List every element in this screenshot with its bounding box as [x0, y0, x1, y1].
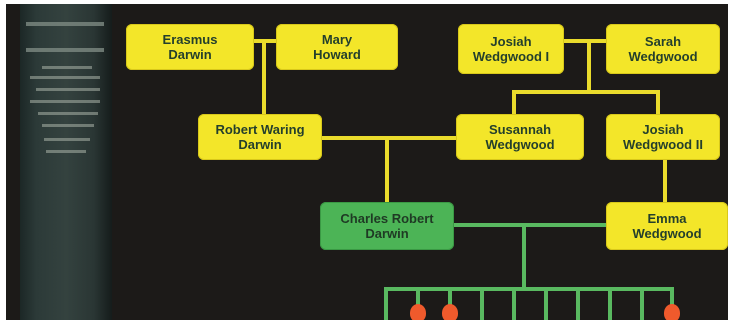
child-line — [640, 287, 644, 320]
child-line — [384, 287, 388, 320]
person-mary-howard: Mary Howard — [276, 24, 398, 70]
marriage-line-charles-emma — [452, 223, 607, 227]
spine-title-line — [42, 66, 92, 69]
person-first-line: Josiah — [642, 122, 684, 137]
book-spine-image — [20, 4, 112, 320]
person-second-line: Wedgwood II — [623, 137, 703, 152]
drop-line-susannah — [512, 90, 516, 115]
child-line — [670, 287, 674, 320]
child-line — [416, 287, 420, 320]
child-line — [544, 287, 548, 320]
person-second-line: Howard — [313, 47, 361, 62]
spine-title-line — [36, 88, 100, 91]
marriage-line-josiah-sarah — [562, 39, 606, 43]
person-second-line: Darwin — [365, 226, 409, 241]
person-second-line: Wedgwood — [485, 137, 555, 152]
child-line — [480, 287, 484, 320]
person-first-line: Mary — [321, 32, 353, 47]
descent-line-children — [522, 223, 526, 289]
person-first-line: Robert Waring — [215, 122, 305, 137]
person-robert-waring-darwin: Robert Waring Darwin — [198, 114, 322, 160]
child-marker — [410, 304, 426, 320]
marriage-line-robert-susannah — [321, 136, 459, 140]
person-emma-wedgwood: Emma Wedgwood — [606, 202, 728, 250]
descent-line-emma — [663, 160, 667, 204]
person-first-line: Josiah — [490, 34, 532, 49]
person-erasmus-darwin: Erasmus Darwin — [126, 24, 254, 70]
drop-line-josiah2 — [656, 90, 660, 115]
child-line — [576, 287, 580, 320]
child-marker — [442, 304, 458, 320]
child-line — [448, 287, 452, 320]
person-second-line: Wedgwood I — [472, 49, 550, 64]
descent-line-robert — [262, 39, 266, 119]
sibling-line-wedgwood — [512, 90, 659, 94]
person-second-line: Wedgwood — [632, 226, 702, 241]
person-josiah-wedgwood-i: Josiah Wedgwood I — [458, 24, 564, 74]
descent-line-wedgwood — [587, 39, 591, 92]
person-josiah-wedgwood-ii: Josiah Wedgwood II — [606, 114, 720, 160]
person-charles-robert-darwin: Charles Robert Darwin — [320, 202, 454, 250]
spine-title-line — [30, 76, 100, 79]
person-first-line: Erasmus — [162, 32, 218, 47]
spine-title-line — [42, 124, 94, 127]
spine-band — [26, 48, 104, 52]
child-line — [608, 287, 612, 320]
person-first-line: Sarah — [644, 34, 682, 49]
person-second-line: Darwin — [238, 137, 282, 152]
person-second-line: Wedgwood — [628, 49, 698, 64]
spine-title-line — [30, 100, 100, 103]
spine-title-line — [38, 112, 98, 115]
descent-line-charles — [385, 136, 389, 204]
person-first-line: Charles Robert — [340, 211, 434, 226]
family-tree-panel: Erasmus Darwin Mary Howard Josiah Wedgwo… — [6, 4, 728, 320]
person-susannah-wedgwood: Susannah Wedgwood — [456, 114, 584, 160]
person-first-line: Susannah — [488, 122, 552, 137]
person-sarah-wedgwood: Sarah Wedgwood — [606, 24, 720, 74]
children-bar — [384, 287, 674, 291]
child-marker — [664, 304, 680, 320]
spine-title-line — [44, 138, 90, 141]
spine-band — [26, 22, 104, 26]
child-line — [512, 287, 516, 320]
person-first-line: Emma — [647, 211, 687, 226]
spine-title-line — [46, 150, 86, 153]
person-second-line: Darwin — [168, 47, 212, 62]
